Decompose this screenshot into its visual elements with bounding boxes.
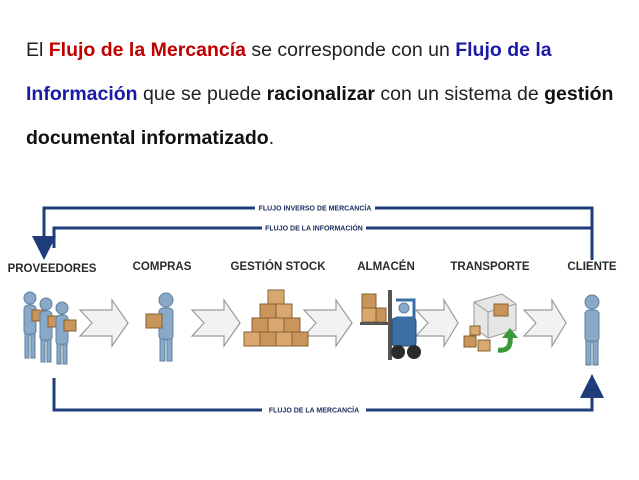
intro-paragraph: El Flujo de la Mercancía se corresponde … <box>26 28 616 160</box>
transport-boxes-icon <box>463 293 517 352</box>
info-flow-label: FLUJO DE LA INFORMACIÓN <box>265 224 363 233</box>
green-arrow-icon <box>497 328 518 353</box>
supply-chain-diagram: FLUJO INVERSO DE MERCANCÍA FLUJO DE LA I… <box>8 202 617 415</box>
info-flow-term: Flujo de la Información <box>26 39 552 105</box>
stage-label-cliente: CLIENTE <box>567 261 617 273</box>
intro-text-1: El <box>26 39 49 61</box>
reverse-flow-label-bg <box>255 202 375 213</box>
stock-boxes-icon <box>243 289 309 347</box>
chevron-arrow-icon <box>302 298 353 348</box>
stage-label-proveedores: PROVEEDORES <box>8 263 97 275</box>
goods-flow-term: Flujo de la Mercancía <box>48 39 246 61</box>
intro-text-4: con un sistema de <box>375 83 545 105</box>
reverse-flow-label: FLUJO INVERSO DE MERCANCÍA <box>259 204 372 213</box>
forklift-icon <box>360 290 421 360</box>
rationalize-term: racionalizar <box>266 83 376 105</box>
chevron-arrow-icon <box>522 297 567 349</box>
suppliers-people-icon <box>23 291 77 365</box>
purchasing-person-icon <box>145 292 174 362</box>
goods-flow-label-bg <box>262 404 366 415</box>
info-flow-label-bg <box>262 222 366 233</box>
stage-label-almacen: ALMACÉN <box>357 260 415 273</box>
intro-text-3: que se puede <box>137 83 267 105</box>
intro-text-5: . <box>268 127 275 149</box>
stage-label-gestion-stock: GESTIÓN STOCK <box>231 260 327 273</box>
chevron-arrow-icon <box>190 298 241 348</box>
reverse-flow-line <box>32 206 594 260</box>
stage-label-transporte: TRANSPORTE <box>450 261 530 273</box>
chevron-arrow-icon <box>78 298 129 348</box>
document-system-term: gestión documental informatizado <box>26 83 614 149</box>
chevron-arrow-icon <box>414 297 459 349</box>
stage-label-compras: COMPRAS <box>133 261 192 273</box>
goods-flow-label: FLUJO DE LA MERCANCÍA <box>269 406 359 415</box>
intro-text-2: se corresponde con un <box>246 39 456 61</box>
customer-person-icon <box>584 294 600 366</box>
